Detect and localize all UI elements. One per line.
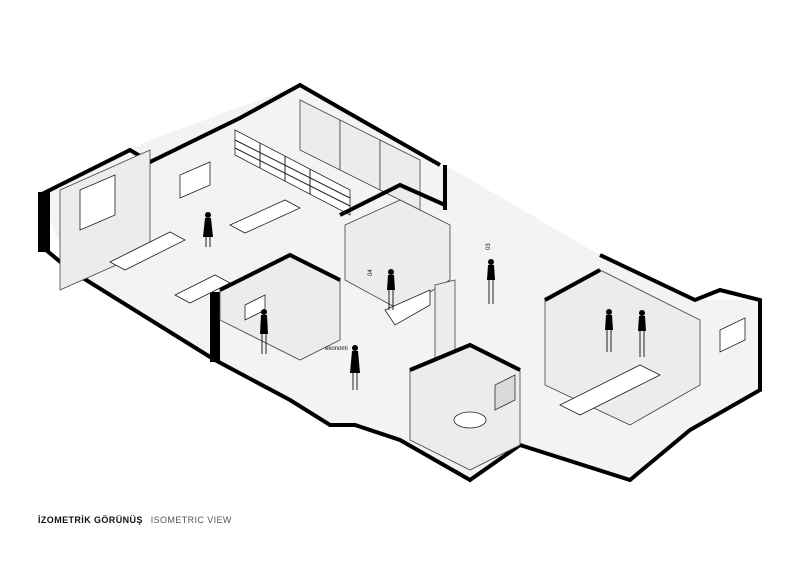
shelf-lines (234, 139, 351, 207)
tv-screen-east (719, 317, 746, 353)
wall-picture (179, 161, 211, 199)
west-window (79, 174, 116, 231)
outer-wall-southwest (214, 358, 522, 483)
south-column (210, 292, 220, 362)
workstations (109, 199, 301, 304)
outer-wall-northwest (39, 82, 341, 197)
conference-table (559, 364, 661, 416)
wall-panel (494, 374, 516, 411)
outer-wall-southeast (519, 253, 762, 483)
central-block (344, 199, 451, 311)
north-offices (299, 99, 441, 211)
people (203, 212, 646, 390)
drawing-caption: İZOMETRİK GÖRÜNÜŞ ISOMETRIC VIEW (38, 515, 232, 525)
reception-desk (384, 289, 431, 326)
north-shelving (234, 129, 351, 216)
room-label-04: 04 (368, 269, 374, 276)
west-column (38, 192, 50, 252)
interior-walls (219, 165, 601, 372)
room-label-03: 03 (486, 243, 492, 250)
caption-turkish: İZOMETRİK GÖRÜNÜŞ (38, 515, 143, 525)
wall-sign: ekonomi (325, 346, 348, 352)
round-table (453, 411, 487, 429)
caption-english: ISOMETRIC VIEW (150, 515, 232, 525)
